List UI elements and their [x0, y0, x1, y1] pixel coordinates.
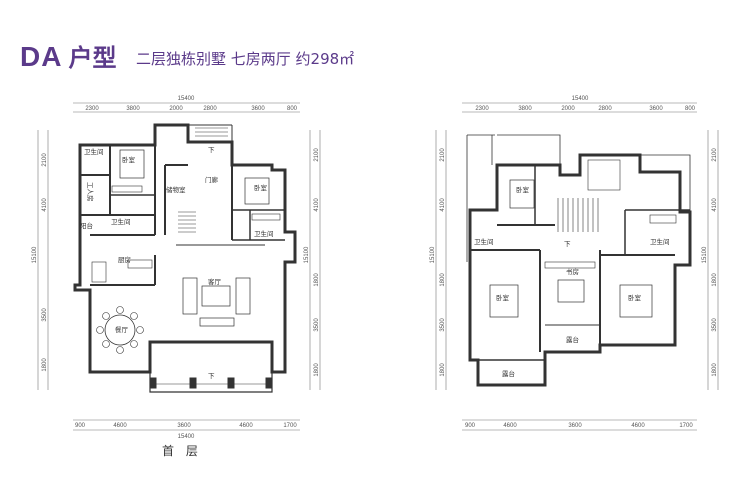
- ff-right-dim-2: 4100: [314, 198, 320, 212]
- ff-top-dim-4: 2800: [203, 106, 217, 112]
- sf-room-bedroom-n: 卧室: [516, 185, 530, 194]
- ff-bottom-dim-5: 1700: [283, 423, 297, 429]
- ff-room-bedroom-nw: 卧室: [122, 155, 136, 164]
- ff-room-foyer: 门廊: [205, 175, 219, 184]
- ff-bottom-dim-3: 3600: [177, 423, 191, 429]
- sf-bottom-dim-1: 900: [465, 423, 476, 429]
- first-floor-label: 首 层: [162, 444, 202, 458]
- ff-bottom-total: 15400: [178, 434, 195, 440]
- sf-left-dim-3: 1800: [440, 273, 446, 287]
- sf-top-dim-2: 3800: [518, 106, 532, 112]
- sf-top-dim-6: 800: [685, 106, 696, 112]
- sf-left-total: 15100: [430, 246, 436, 263]
- ff-room-storage: 储物室: [166, 185, 186, 194]
- ff-room-down-stair: 下: [208, 146, 215, 154]
- sf-top-dim-1: 2300: [475, 106, 489, 112]
- sf-room-wc-w: 卫生间: [474, 237, 494, 246]
- sf-right-dim-1: 2100: [712, 148, 718, 162]
- ff-top-dim-1: 2300: [85, 106, 99, 112]
- sf-room-wc-e: 卫生间: [650, 237, 670, 246]
- ff-left-dim-3: 3500: [42, 308, 48, 322]
- plan-code: DA: [20, 41, 63, 72]
- plan-description: 二层独栋别墅 七房两厅 约298㎡: [136, 50, 355, 68]
- sf-right-dim-5: 1800: [712, 363, 718, 377]
- sf-room-down-stair: 下: [564, 240, 571, 248]
- ff-bottom-dim-2: 4600: [113, 423, 127, 429]
- sf-bottom-dim-2: 4600: [503, 423, 517, 429]
- ff-left-dim-2: 4100: [42, 198, 48, 212]
- ff-left-dim-1: 2100: [42, 153, 48, 167]
- ff-right-total: 15100: [304, 246, 310, 263]
- ff-top-dim-6: 800: [287, 106, 298, 112]
- ff-top-dim-5: 3600: [251, 106, 265, 112]
- ff-right-dim-5: 1800: [314, 363, 320, 377]
- sf-right-dim-2: 4100: [712, 198, 718, 212]
- sf-left-dim-4: 3500: [440, 318, 446, 332]
- sf-room-bedroom-se: 卧室: [628, 293, 642, 302]
- ff-top-dim-2: 3800: [126, 106, 140, 112]
- ff-left-dim-4: 1800: [42, 358, 48, 372]
- ff-room-wc-top: 卫生间: [84, 147, 104, 156]
- sf-top-dim-4: 2800: [598, 106, 612, 112]
- ff-room-living: 客厅: [208, 277, 222, 286]
- ff-right-dim-3: 1800: [314, 273, 320, 287]
- sf-top-total: 15400: [572, 96, 589, 102]
- sf-bottom-dim-5: 1700: [679, 423, 693, 429]
- sf-left-dim-5: 1800: [440, 363, 446, 377]
- ff-room-worker: 工人房: [86, 182, 95, 202]
- ff-bottom-dim-1: 900: [75, 423, 86, 429]
- ff-top-total: 15400: [178, 96, 195, 102]
- ff-room-bedroom-ne: 卧室: [254, 183, 268, 192]
- ff-right-dim-4: 3500: [314, 318, 320, 332]
- ff-room-kitchen: 厨房: [118, 255, 131, 264]
- ff-room-dining: 餐厅: [115, 325, 129, 334]
- ff-left-total: 15100: [32, 246, 38, 263]
- sf-top-dim-5: 3600: [649, 106, 663, 112]
- sf-bottom-dim-4: 4600: [631, 423, 645, 429]
- sf-room-bedroom-sw: 卧室: [496, 293, 510, 302]
- ff-room-wc-ne: 卫生间: [254, 229, 274, 238]
- sf-room-terrace-sw: 露台: [502, 369, 515, 378]
- sf-left-dim-2: 4100: [440, 198, 446, 212]
- sf-right-dim-3: 1800: [712, 273, 718, 287]
- sf-room-study: 书房: [566, 267, 579, 276]
- plan-type: 户型: [68, 45, 117, 72]
- sf-right-total: 15100: [702, 246, 708, 263]
- sf-right-dim-4: 3500: [712, 318, 718, 332]
- sf-left-dim-1: 2100: [440, 148, 446, 162]
- ff-room-balcony: 阳台: [80, 221, 93, 230]
- sf-top-dim-3: 2000: [561, 106, 575, 112]
- second-floor-plan: [435, 102, 719, 431]
- ff-bottom-dim-4: 4600: [239, 423, 253, 429]
- sf-room-terrace-mid: 露台: [566, 335, 579, 344]
- ff-top-dim-3: 2000: [169, 106, 183, 112]
- ff-room-wc-mid: 卫生间: [111, 217, 131, 226]
- sf-bottom-dim-3: 3600: [568, 423, 582, 429]
- ff-right-dim-1: 2100: [314, 148, 320, 162]
- first-floor-plan: [37, 102, 321, 431]
- ff-room-down-porch: 下: [208, 372, 215, 380]
